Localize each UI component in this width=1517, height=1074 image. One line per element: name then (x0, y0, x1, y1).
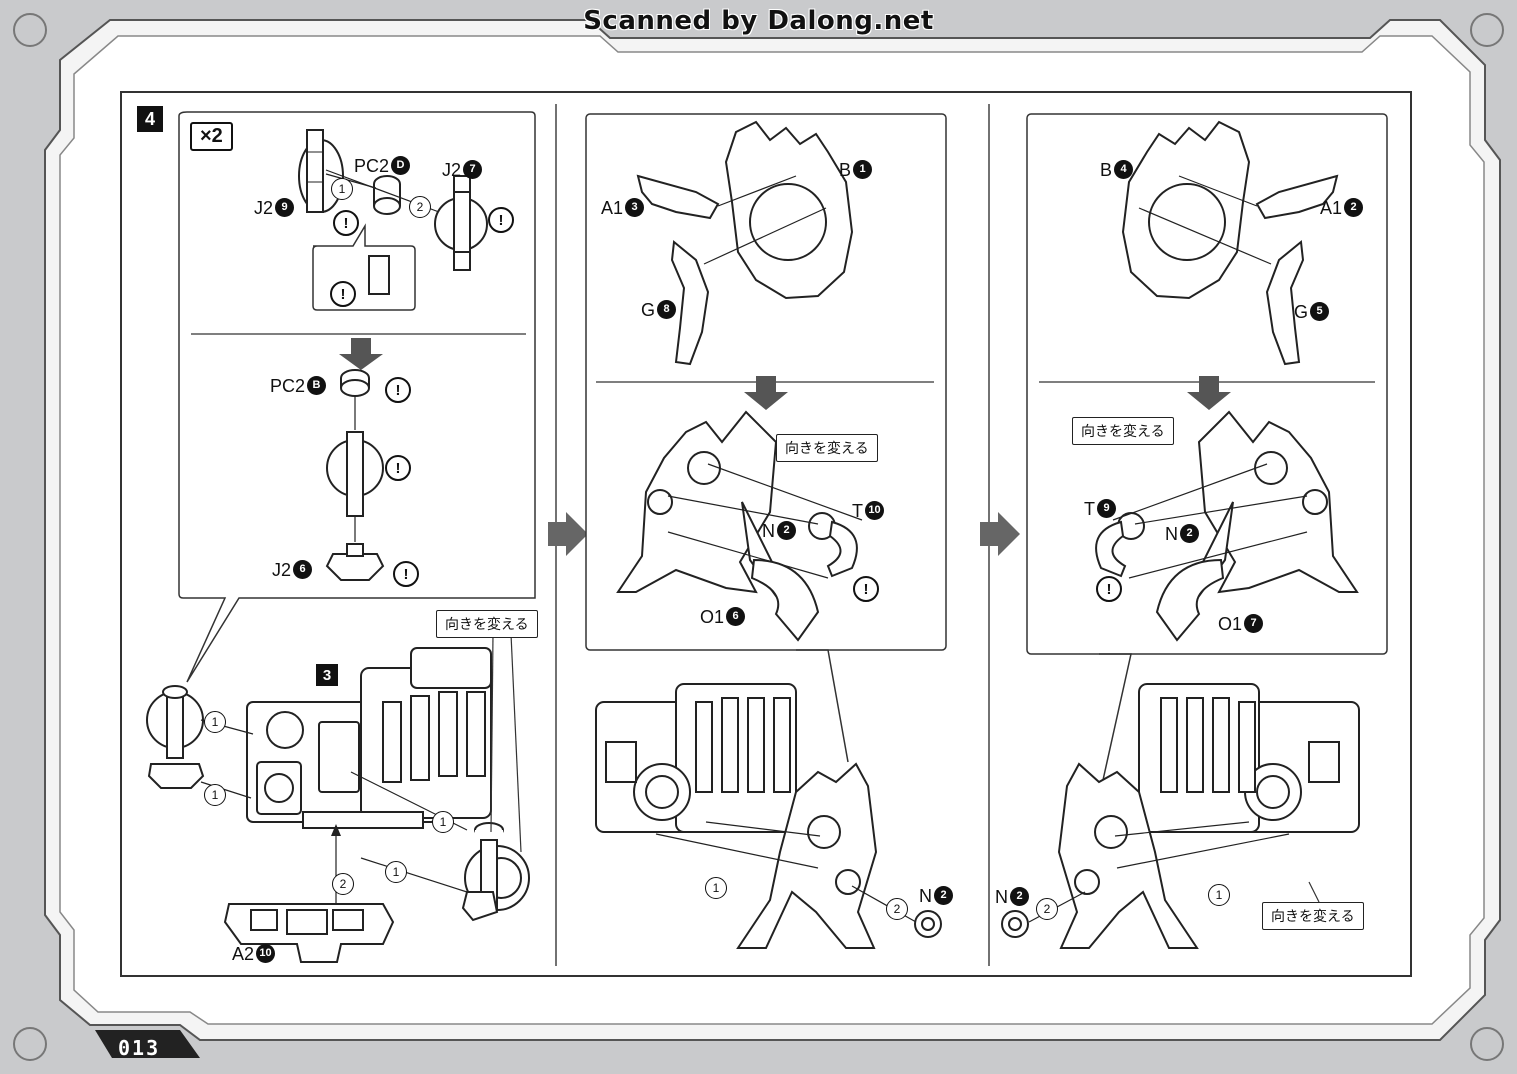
caution-icon: ! (853, 576, 879, 602)
turn-direction-label: 向きを変える (1072, 417, 1174, 445)
caution-icon: ! (488, 207, 514, 233)
order-marker: 2 (1036, 898, 1058, 920)
step-number-4: 4 (137, 106, 163, 132)
caution-icon: ! (1096, 576, 1122, 602)
caution-icon: ! (330, 281, 356, 307)
caution-icon: ! (393, 561, 419, 587)
scan-credit: Scanned by Dalong.net (583, 6, 934, 36)
panel-1-illustration (146, 111, 536, 963)
turn-direction-label-bottom: 向きを変える (1262, 902, 1364, 930)
caution-icon: ! (333, 210, 359, 236)
panel-2-illustration (585, 113, 947, 949)
panel-3-illustration (1001, 113, 1388, 949)
order-marker: 1 (331, 178, 353, 200)
turn-direction-label: 向きを変える (776, 434, 878, 462)
turn-direction-label: 向きを変える (436, 610, 538, 638)
step-number-3: 3 (316, 664, 338, 686)
order-marker: 1 (204, 711, 226, 733)
order-marker: 1 (705, 877, 727, 899)
multiplier-badge: ×2 (190, 122, 233, 151)
caution-icon: ! (385, 377, 411, 403)
order-marker: 2 (409, 196, 431, 218)
page-number: 013 (118, 1036, 161, 1060)
caution-icon: ! (385, 455, 411, 481)
order-marker: 2 (332, 873, 354, 895)
order-marker: 1 (432, 811, 454, 833)
order-marker: 1 (204, 784, 226, 806)
order-marker: 2 (886, 898, 908, 920)
order-marker: 1 (1208, 884, 1230, 906)
order-marker: 1 (385, 861, 407, 883)
